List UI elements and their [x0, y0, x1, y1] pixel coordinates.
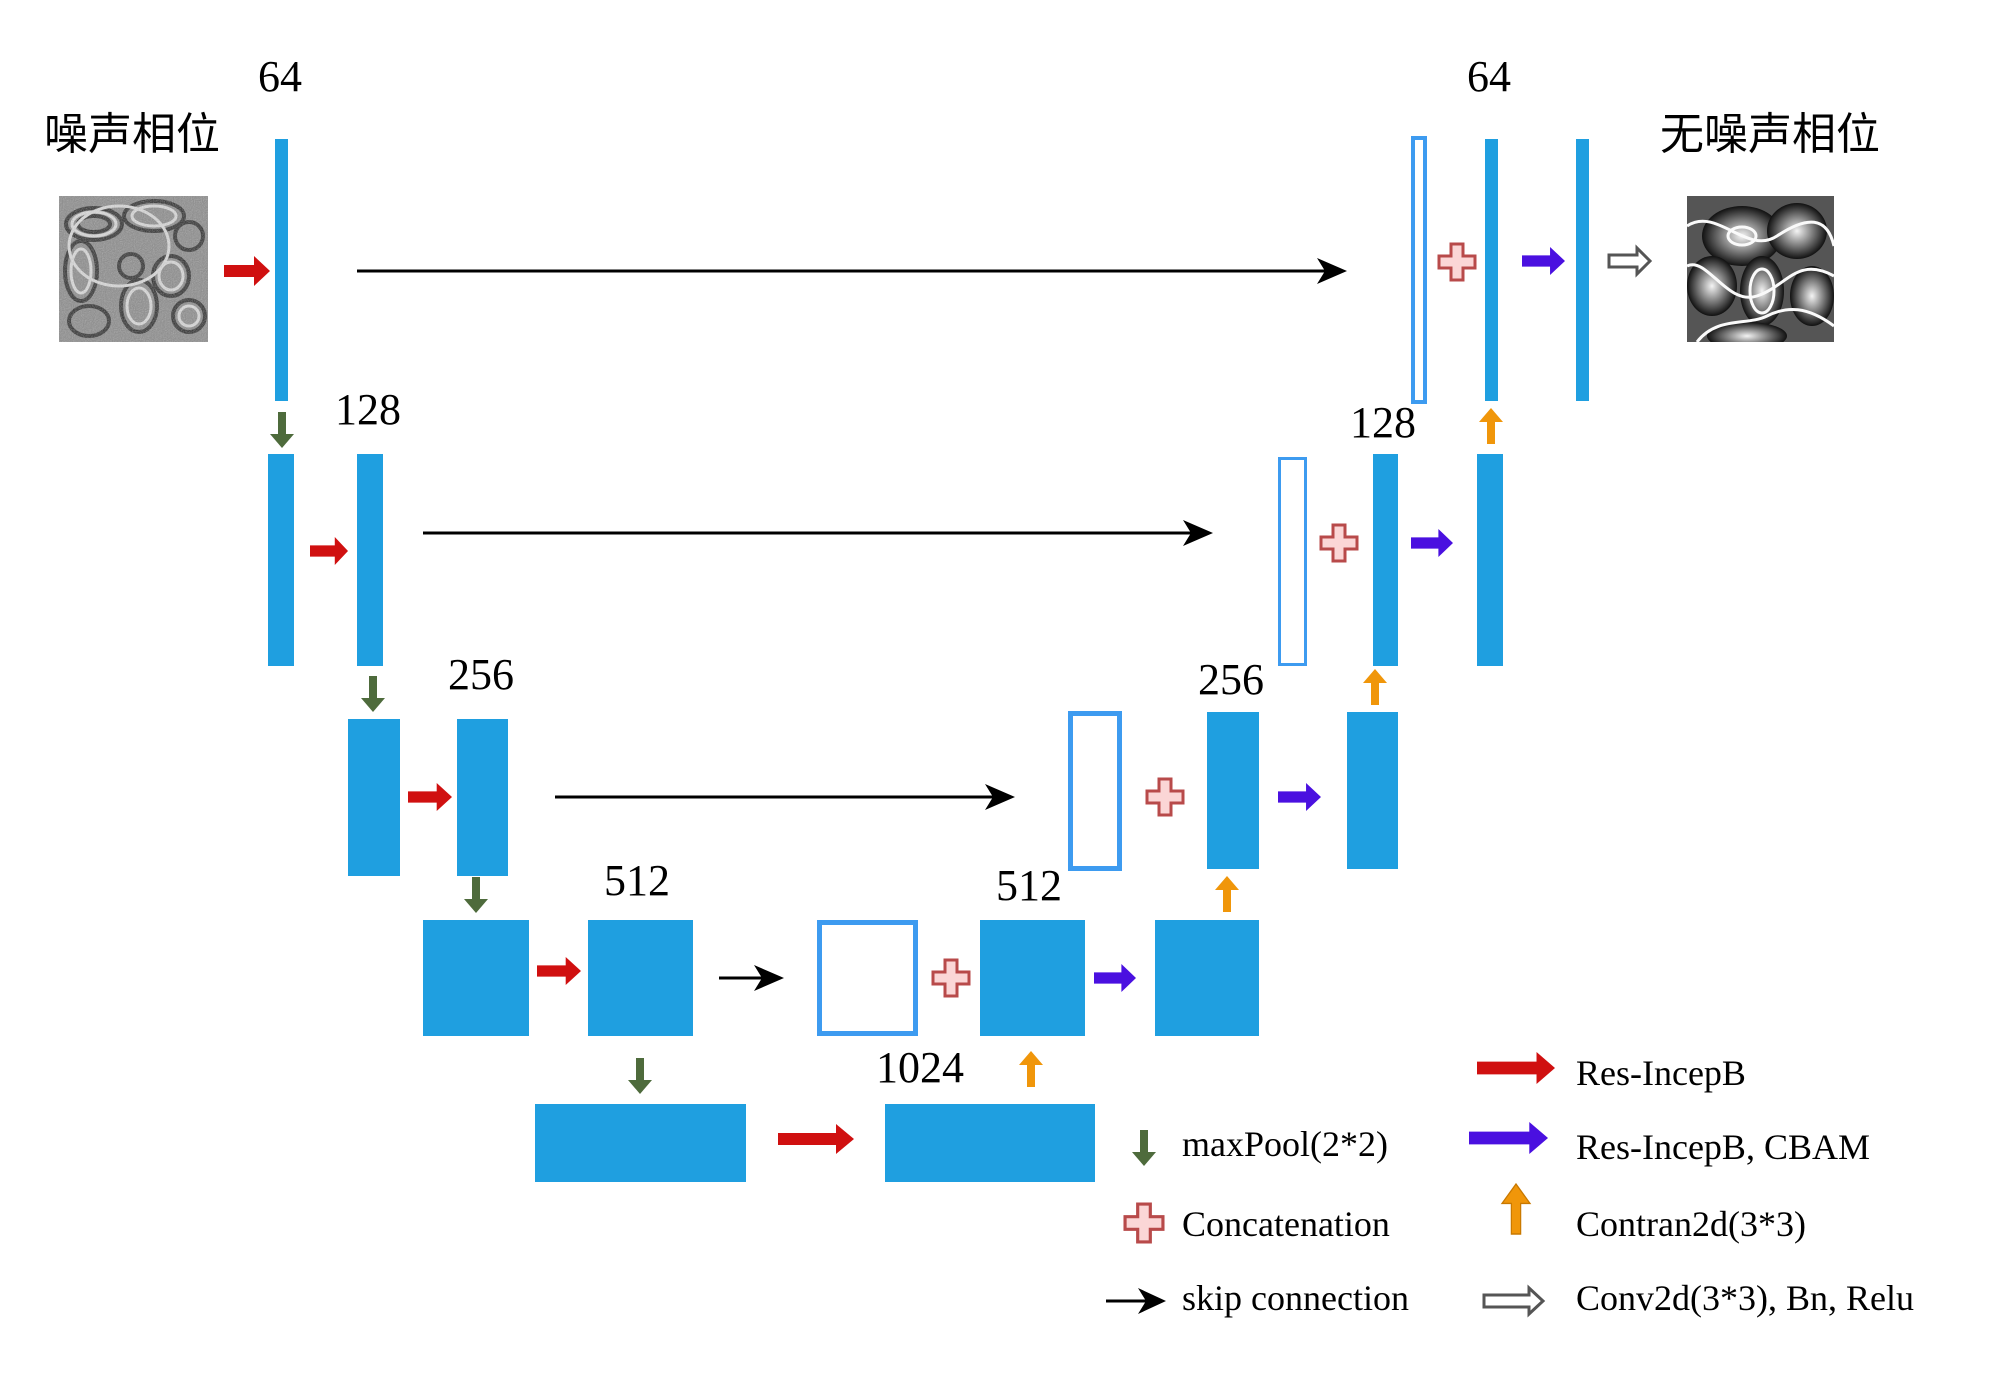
- res-incepb-cbam-arrow-icon: [1411, 529, 1453, 557]
- output-denoised-phase-image: [1687, 196, 1834, 342]
- channel-label-enc1: 64: [258, 52, 302, 101]
- dec2-output-feature-map: [1477, 454, 1503, 666]
- skip-connection-arrow-level3: [555, 784, 1015, 810]
- legend-conv-icon: [1482, 1284, 1546, 1318]
- res-incepb-arrow-icon: [224, 256, 270, 286]
- enc2-feature-map-a: [268, 454, 294, 666]
- skip-connection-arrow-level2: [423, 520, 1213, 546]
- concatenation-icon: [1319, 523, 1359, 563]
- bottleneck-feature-map-a: [535, 1104, 746, 1182]
- res-incepb-cbam-arrow-icon: [1094, 964, 1136, 992]
- dec3-upsampled-feature-map: [1207, 712, 1259, 869]
- legend-concatenation-label: Concatenation: [1182, 1204, 1390, 1244]
- skip-connection-arrow-level1: [357, 258, 1347, 284]
- res-incepb-arrow-icon: [310, 537, 348, 565]
- contran2d-arrow-icon: [1363, 669, 1387, 705]
- res-incepb-cbam-arrow-icon: [1522, 247, 1565, 275]
- channel-label-dec3: 256: [1198, 655, 1264, 704]
- input-label: 噪声相位: [44, 109, 220, 160]
- concatenation-icon: [1145, 777, 1185, 817]
- dec1-upsampled-feature-map: [1485, 139, 1498, 401]
- legend-contran2d-label: Contran2d(3*3): [1576, 1204, 1806, 1244]
- res-incepb-cbam-arrow-icon: [1278, 783, 1321, 811]
- dec4-skip-copy: [817, 920, 918, 1036]
- legend-res-incepb-label: Res-IncepB: [1576, 1053, 1746, 1093]
- dec4-output-feature-map: [1155, 920, 1259, 1036]
- maxpool-arrow-icon: [270, 412, 294, 448]
- contran2d-arrow-icon: [1479, 408, 1503, 444]
- contran2d-arrow-icon: [1019, 1051, 1043, 1087]
- dec4-upsampled-feature-map: [980, 920, 1085, 1036]
- enc3-feature-map-a: [348, 719, 400, 876]
- dec1-output-feature-map: [1576, 139, 1589, 401]
- maxpool-arrow-icon: [361, 676, 385, 712]
- enc2-feature-map-b: [357, 454, 383, 666]
- enc3-feature-map-b: [457, 719, 508, 876]
- legend-res-incepb-cbam-icon: [1469, 1122, 1548, 1154]
- conv-output-arrow-icon: [1607, 244, 1653, 278]
- legend-skip-connection-label: skip connection: [1182, 1278, 1409, 1318]
- legend-conv-label: Conv2d(3*3), Bn, Relu: [1576, 1278, 1914, 1318]
- skip-connection-arrow-level4: [719, 965, 784, 991]
- bottleneck-feature-map-b: [885, 1104, 1095, 1182]
- channel-label-dec4: 512: [996, 861, 1062, 910]
- channel-label-dec2: 128: [1350, 398, 1416, 447]
- legend-maxpool-icon: [1132, 1130, 1156, 1166]
- channel-label-enc2: 128: [335, 385, 401, 434]
- channel-label-enc3: 256: [448, 650, 514, 699]
- res-incepb-arrow-icon: [778, 1124, 854, 1154]
- concatenation-icon: [931, 958, 971, 998]
- legend-contran2d-icon: [1500, 1182, 1532, 1235]
- dec2-upsampled-feature-map: [1373, 454, 1398, 666]
- concatenation-icon: [1437, 242, 1477, 282]
- legend-concatenation-icon: [1123, 1202, 1165, 1244]
- dec3-output-feature-map: [1347, 712, 1398, 869]
- channel-label-enc4: 512: [604, 856, 670, 905]
- enc4-feature-map-b: [588, 920, 693, 1036]
- enc4-feature-map-a: [423, 920, 529, 1036]
- dec1-skip-copy: [1411, 136, 1427, 404]
- contran2d-arrow-icon: [1215, 876, 1239, 912]
- dec3-skip-copy: [1068, 711, 1122, 871]
- legend-res-incepb-cbam-label: Res-IncepB, CBAM: [1576, 1127, 1870, 1167]
- maxpool-arrow-icon: [464, 877, 488, 913]
- legend-skip-connection-icon: [1106, 1288, 1166, 1314]
- res-incepb-arrow-icon: [537, 957, 581, 985]
- maxpool-arrow-icon: [628, 1058, 652, 1094]
- dec2-skip-copy: [1278, 457, 1307, 666]
- channel-label-dec1: 64: [1467, 52, 1511, 101]
- legend-maxpool-label: maxPool(2*2): [1182, 1124, 1388, 1164]
- channel-label-bottleneck: 1024: [876, 1043, 964, 1092]
- input-noisy-phase-image: [59, 196, 208, 342]
- legend-res-incepb-icon: [1477, 1052, 1555, 1084]
- output-label: 无噪声相位: [1660, 109, 1880, 160]
- res-incepb-arrow-icon: [408, 783, 452, 811]
- enc1-feature-map: [275, 139, 288, 401]
